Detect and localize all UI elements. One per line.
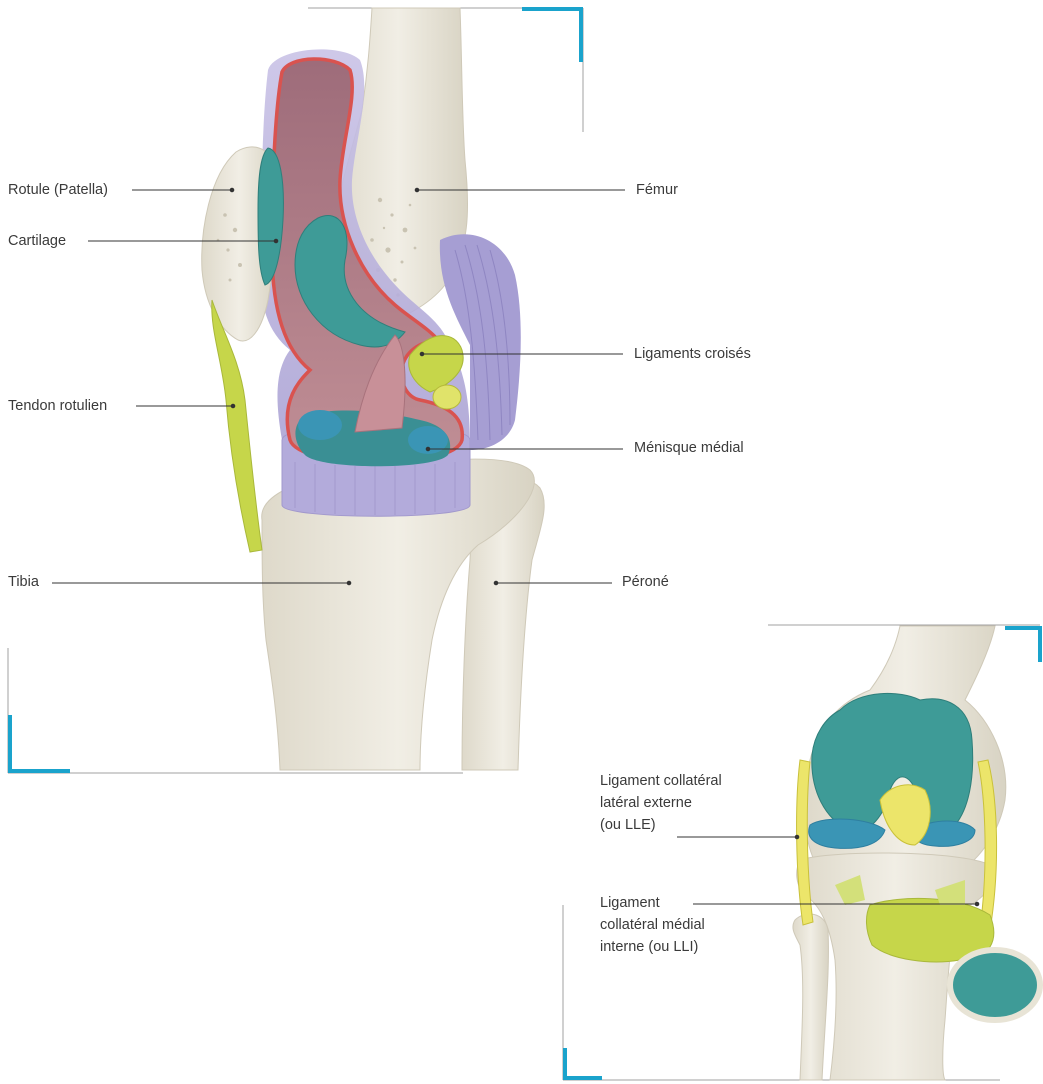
- label-patellar-tendon: Tendon rotulien: [8, 396, 107, 416]
- inset-patella-cartilage: [950, 950, 1040, 1020]
- label-medial-collateral: Ligament collatéral médial interne (ou L…: [600, 892, 705, 958]
- label-medial-meniscus: Ménisque médial: [634, 438, 744, 458]
- label-fibula: Péroné: [622, 572, 669, 592]
- label-lateral-collateral: Ligament collatéral latéral externe (ou …: [600, 770, 722, 836]
- label-medial-collateral-line3: interne (ou LLI): [600, 936, 705, 958]
- label-patella: Rotule (Patella): [8, 180, 108, 200]
- cruciate-ligament-cut-end: [433, 385, 461, 409]
- main-frame-corner-accent-top-right: [522, 9, 581, 62]
- inset-fibula-bone: [793, 914, 829, 1080]
- label-cruciate-ligaments: Ligaments croisés: [634, 344, 751, 364]
- inset-frame-corner-accent-top-right: [1005, 628, 1040, 662]
- main-frame-corner-accent-bottom-left: [10, 715, 70, 771]
- label-cartilage: Cartilage: [8, 231, 66, 251]
- label-femur: Fémur: [636, 180, 678, 200]
- inset-frame-corner-accent-bottom-left: [565, 1048, 602, 1078]
- label-medial-collateral-line1: Ligament: [600, 892, 705, 914]
- lateral-meniscus: [298, 410, 342, 440]
- label-tibia: Tibia: [8, 572, 39, 592]
- inset-knee-illustration: [793, 626, 1040, 1080]
- label-medial-collateral-line2: collatéral médial: [600, 914, 705, 936]
- label-lateral-collateral-line3: (ou LLE): [600, 814, 722, 836]
- label-lateral-collateral-line1: Ligament collatéral: [600, 770, 722, 792]
- main-knee-illustration: [202, 8, 544, 770]
- label-lateral-collateral-line2: latéral externe: [600, 792, 722, 814]
